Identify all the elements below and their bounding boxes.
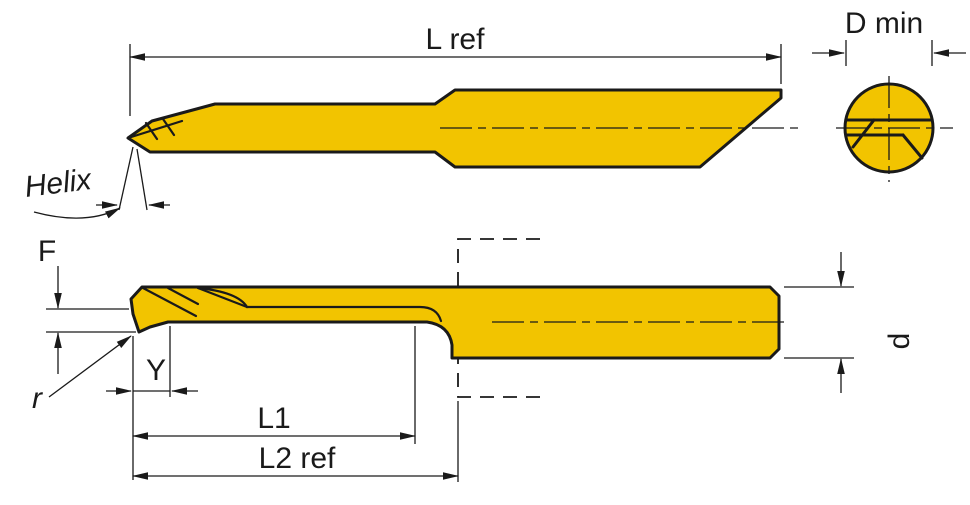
f-label: F — [38, 235, 56, 268]
f-dimension: F — [38, 235, 136, 374]
l-ref-dimension: L ref — [129, 23, 782, 116]
r-dimension: r — [32, 335, 132, 415]
d-dimension: d — [784, 252, 916, 393]
l1-label: L1 — [257, 402, 290, 435]
helix-leader-curve — [33, 207, 121, 219]
tip-grind-line — [126, 119, 184, 140]
helix-angle-line — [136, 148, 148, 211]
l2-ref-dimension: L2 ref — [132, 401, 459, 482]
flute-runout-chord — [196, 286, 249, 309]
end-view: D min — [812, 7, 966, 182]
tip-grind-line — [161, 117, 176, 137]
d-min-label: D min — [845, 7, 923, 40]
flute-runout-arc — [196, 286, 249, 309]
helix-annotation: Helix — [23, 146, 170, 219]
head-grind-line — [141, 286, 198, 318]
helix-angle-line — [118, 146, 134, 211]
d-label: d — [883, 333, 916, 350]
leader-line — [48, 335, 132, 398]
y-dimension: Y — [106, 326, 198, 480]
tip-grind-line — [144, 121, 159, 141]
l2-ref-label: L2 ref — [259, 442, 336, 475]
top-side-view — [126, 88, 800, 169]
l1-dimension: L1 — [132, 326, 416, 444]
helix-label: Helix — [23, 163, 94, 204]
head-grind-line — [166, 286, 200, 306]
bottom-side-view — [129, 238, 788, 398]
relief-line — [245, 305, 443, 323]
break-line-dashed — [457, 238, 540, 286]
break-line-dashed — [457, 359, 540, 398]
l-ref-label: L ref — [426, 23, 486, 56]
y-label: Y — [146, 354, 166, 387]
r-label: r — [32, 382, 43, 415]
tool-body-side-view — [129, 285, 781, 360]
end-face-line — [901, 133, 924, 160]
end-face-line — [851, 118, 876, 149]
